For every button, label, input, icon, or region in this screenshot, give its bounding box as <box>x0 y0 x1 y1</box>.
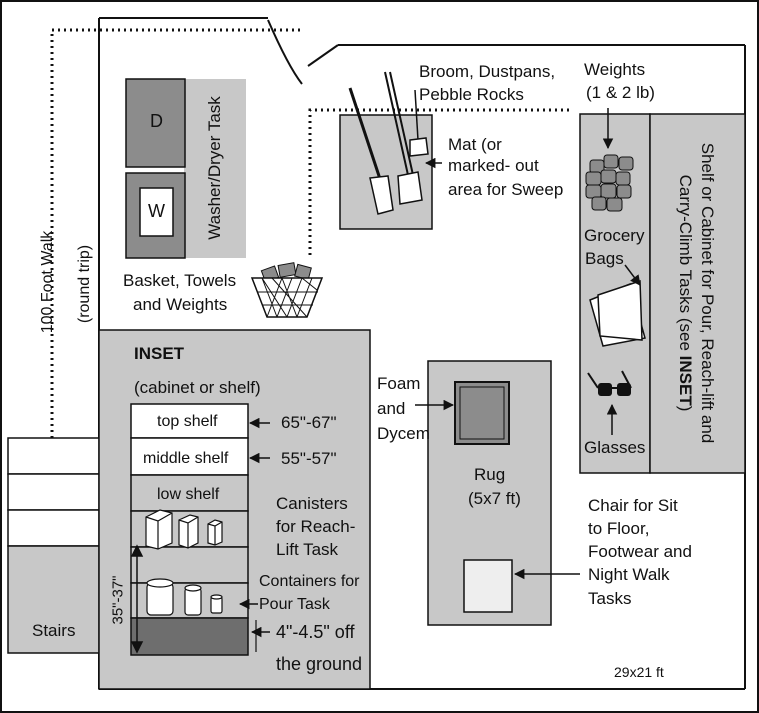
chair <box>463 559 513 613</box>
foam-label-line2: and <box>377 399 406 418</box>
broom-label-line1: Broom, Dustpans, <box>419 62 556 81</box>
mat-label-line1: Mat (or <box>448 135 502 154</box>
mat-label-line2: marked- out <box>448 156 539 175</box>
rug-label-line2: (5x7 ft) <box>468 489 521 508</box>
weights-icon <box>585 154 634 212</box>
canisters-icon <box>145 509 223 550</box>
broom-label-line2: Pebble Rocks <box>419 85 524 104</box>
containers-label-line2: Pour Task <box>259 596 330 613</box>
foam-label-line1: Foam <box>377 374 421 393</box>
right-shelf-label-panel <box>649 113 746 474</box>
basket-label-line1: Basket, Towels <box>123 271 237 290</box>
canisters-label-line2: for Reach- <box>276 517 356 536</box>
height-dim <box>130 544 144 654</box>
total-height-label: 35"-37" <box>109 575 127 625</box>
shelf-cabinet-line2-suffix: ) <box>676 405 695 412</box>
basket-label-line2: and Weights <box>133 295 228 314</box>
off-ground-line2: the ground <box>276 654 363 674</box>
stairs <box>7 437 100 654</box>
grocery-arrow <box>624 264 641 286</box>
containers-label-line1: Containers for <box>259 573 360 590</box>
door-swing <box>267 19 303 85</box>
low-shelf-label: low shelf <box>157 486 220 503</box>
walk-path <box>50 28 570 552</box>
glasses-label: Glasses <box>584 438 646 457</box>
washer-dryer-task-label: Washer/Dryer Task <box>205 96 224 240</box>
washer-door <box>139 187 174 237</box>
middle-shelf-label: middle shelf <box>143 450 229 467</box>
rug-label-line1: Rug <box>474 465 506 484</box>
shelf-cabinet-line1: Shelf or Cabinet for Pour, Reach-lift an… <box>698 142 717 444</box>
middle-shelf-height: 55"-57" <box>281 449 337 468</box>
containers-icon <box>146 578 223 616</box>
dryer-label: D <box>150 111 163 131</box>
weights-label-line2: (1 & 2 lb) <box>586 83 655 102</box>
foam-pad-inner <box>459 386 505 440</box>
top-shelf-height: 65"-67" <box>281 413 337 432</box>
walk-label: 100 Foot Walk <box>39 230 56 334</box>
chair-label-line4: Night Walk <box>588 565 670 584</box>
canisters-label-line3: Lift Task <box>276 540 339 559</box>
chair-label-line1: Chair for Sit <box>588 496 678 515</box>
chair-label-line2: to Floor, <box>588 519 650 538</box>
top-shelf-label: top shelf <box>157 413 218 430</box>
washer-label: W <box>148 201 165 221</box>
inset-title: INSET <box>134 344 185 363</box>
shelf-cabinet-line2-prefix: Carry-Climb Tasks (see <box>676 174 695 356</box>
foam-pad <box>454 381 510 445</box>
canisters-label-line1: Canisters <box>276 494 348 513</box>
grocery-label-line1: Grocery <box>584 226 645 245</box>
grocery-bags-icon <box>589 279 646 347</box>
weights-label-line1: Weights <box>584 60 646 79</box>
broom-icon <box>348 71 429 215</box>
inset-subtitle: (cabinet or shelf) <box>134 378 261 397</box>
foam-label-line3: Dycem <box>377 424 430 443</box>
glasses-icon <box>587 370 632 396</box>
walk-sublabel: (round trip) <box>76 244 93 324</box>
basket-icon <box>250 262 324 318</box>
off-ground-line1: 4"-4.5" off <box>276 622 355 642</box>
shelf-cabinet-line2: Carry-Climb Tasks (see INSET) <box>674 143 696 444</box>
room-size-label: 29x21 ft <box>614 664 664 680</box>
washer-dryer-panel <box>184 79 246 258</box>
shelf-cabinet-line2-bold: INSET <box>676 355 695 406</box>
mat-label-line3: area for Sweep <box>448 180 564 199</box>
stairs-label: Stairs <box>32 621 76 640</box>
shelf-cabinet-label: Shelf or Cabinet for Pour, Reach-lift an… <box>674 143 718 444</box>
dryer <box>125 78 186 168</box>
grocery-label-line2: Bags <box>585 249 624 268</box>
chair-label-line3: Footwear and <box>588 542 692 561</box>
chair-label-line5: Tasks <box>588 589 632 608</box>
